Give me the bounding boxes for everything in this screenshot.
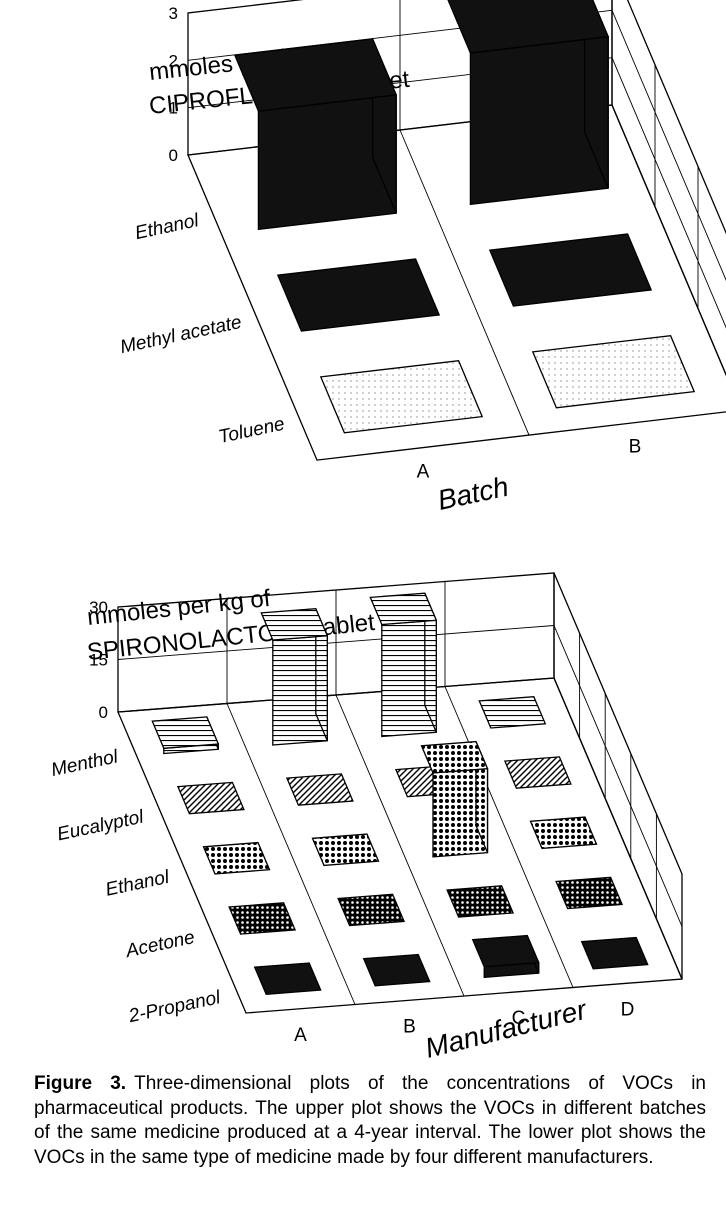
bar-methyl-acetate-b: [488, 233, 653, 307]
bar-acetone-d: [555, 876, 624, 910]
chart1-gridline: [611, 10, 726, 282]
bar-2-propanol-c: [471, 934, 540, 979]
bar-ethanol-b: [311, 833, 380, 867]
bar-menthol-d: [478, 696, 547, 729]
chart1-bars: [233, 0, 696, 434]
bar-2-propanol-d: [580, 936, 649, 970]
chart1-y-tick-label: 2: [169, 51, 178, 70]
chart1-category-label-a: A: [417, 462, 430, 483]
chart2-voc-label-acetone: Acetone: [123, 927, 197, 962]
chart-spironolactone: mmoles per kg of SPIRONOLACTONE tablet 0…: [49, 572, 683, 1064]
chart1-gridline: [399, 129, 530, 436]
chart1-x-axis-title: Batch: [435, 471, 511, 516]
chart1-voc-label-ethanol: Ethanol: [133, 210, 201, 244]
caption-label: Figure 3.: [34, 1073, 127, 1094]
chart1-batch-labels: AB: [417, 437, 642, 483]
bar-acetone-b: [337, 893, 406, 927]
chart2-side-wall: [553, 572, 683, 980]
chart2-voc-label-2-propanol: 2-Propanol: [126, 987, 223, 1027]
bar-menthol-a: [151, 716, 220, 755]
bar-methyl-acetate-a: [276, 258, 441, 332]
chart2-voc-label-eucalyptol: Eucalyptol: [55, 806, 146, 845]
chart2-manufacturer-labels: A B C D: [294, 999, 634, 1046]
chart2-y-tick-label: 0: [99, 703, 108, 722]
chart2-gridline: [335, 694, 465, 997]
chart1-voc-label-methyl-acetate: Methyl acetate: [118, 312, 243, 358]
bar-eucalyptol-a: [176, 781, 245, 815]
bar-acetone-c: [446, 885, 515, 918]
bar-ethanol-c: [420, 740, 489, 858]
bar-ethanol-d: [529, 816, 598, 850]
bar-toluene-b: [531, 334, 696, 409]
chart2-category-label-d: D: [621, 999, 635, 1020]
chart2-category-label-a: A: [294, 1025, 307, 1046]
chart2-x-axis-title: Manufacturer: [422, 993, 591, 1063]
bar-menthol-c: [369, 592, 438, 738]
bar-ethanol-a: [202, 841, 271, 875]
chart1-gridline: [611, 57, 726, 329]
chart2-category-label-b: B: [403, 1016, 416, 1037]
bar-ethanol-a: [233, 38, 398, 231]
chart1-category-label-b: B: [629, 437, 642, 458]
bar-2-propanol-a: [253, 962, 322, 995]
chart1-y-tick-label: 0: [169, 146, 178, 165]
chart2-y-tick-label: 15: [89, 651, 108, 670]
chart2-y-ticks: 0 15 30: [89, 598, 108, 722]
chart2-y-tick-label: 30: [89, 598, 108, 617]
chart2-gridline: [444, 686, 574, 988]
chart1-y-tick-label: 1: [169, 99, 178, 118]
chart1-voc-label-toluene: Toluene: [217, 414, 287, 448]
bar-ethanol-b: [447, 0, 610, 206]
chart1-y-ticks: 0 1 2 3: [169, 4, 178, 165]
chart2-voc-label-ethanol: Ethanol: [104, 867, 172, 901]
chart2-bars: [151, 592, 649, 995]
bar-2-propanol-b: [362, 953, 431, 987]
chart2-category-label-c: C: [512, 1008, 526, 1029]
figure-caption: Figure 3.Three-dimensional plots of the …: [34, 1072, 706, 1170]
chart1-y-tick-label: 3: [169, 4, 178, 23]
chart2-gridline: [553, 625, 683, 927]
caption-text: Three-dimensional plots of the concentra…: [34, 1073, 707, 1168]
bar-toluene-a: [319, 359, 484, 434]
bar-acetone-a: [228, 902, 297, 935]
chart2-voc-label-menthol: Menthol: [49, 746, 120, 781]
bar-menthol-b: [260, 608, 329, 746]
bar-eucalyptol-d: [503, 756, 572, 789]
bar-eucalyptol-b: [285, 773, 354, 806]
chart-ciprofloxacin: mmoles per kg of CIPROFLOXACIN tablet 01…: [118, 0, 726, 516]
chart2-gridline: [226, 703, 356, 1005]
